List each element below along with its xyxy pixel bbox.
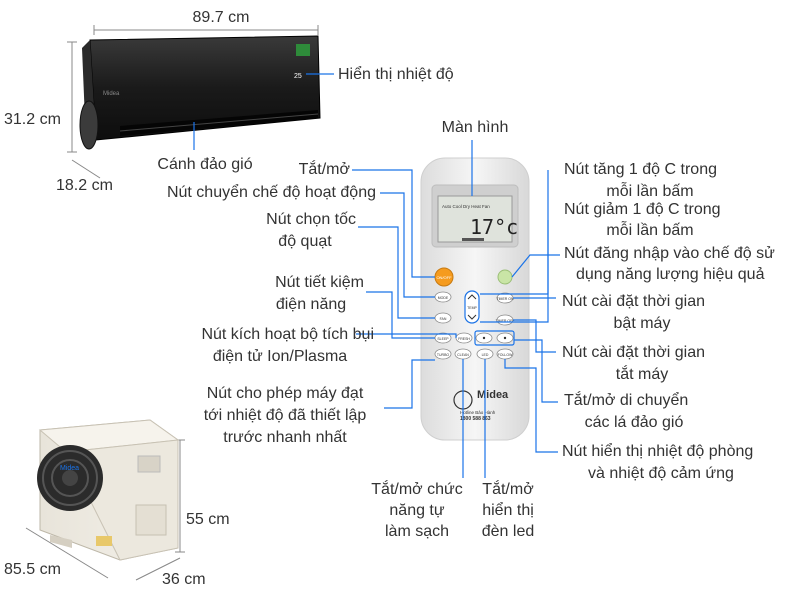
timer-off-callout-line1: Nút cài đặt thời gian: [562, 344, 706, 361]
turbo-callout-line2: tới nhiệt độ đã thiết lập: [203, 407, 367, 424]
mode-button-label: MODE: [438, 296, 449, 300]
onoff-callout: Tắt/mở: [298, 161, 350, 178]
follow-callout-line2: và nhiệt độ cảm ứng: [588, 465, 734, 482]
sleep-button-label: SLEEP: [437, 337, 449, 341]
clean-button-label: CLEAN: [457, 353, 469, 357]
fan-button-label: FAN: [440, 317, 447, 321]
sleep-callout-line1: Nút tiết kiệm: [275, 274, 364, 291]
indoor-depth-label: 18.2 cm: [56, 177, 113, 194]
timer-on-callout-line2: bật máy: [613, 315, 671, 332]
turbo-button-label: TURBO: [437, 353, 450, 357]
remote-brand: Midea: [477, 389, 509, 401]
remote-leaders: [352, 140, 560, 478]
eco-callout-line1: Nút đăng nhập vào chế độ sử: [564, 245, 775, 262]
fresh-callout-line1: Nút kích hoạt bộ tích bụi: [201, 326, 374, 343]
clean-callout-line3: làm sạch: [384, 523, 450, 540]
louver-callout: Cánh đảo gió: [157, 156, 253, 173]
led-button-label: LED: [482, 353, 489, 357]
eco-callout-line2: dụng năng lượng hiệu quả: [576, 266, 765, 283]
led-callout-line1: Tắt/mở: [482, 481, 534, 498]
temp-down-callout-line1: Nút giảm 1 độ C trong: [564, 201, 721, 218]
follow-button-label: FOLLOW: [498, 353, 513, 357]
mode-callout: Nút chuyển chế độ hoạt động: [166, 184, 376, 201]
temp-down-callout-line2: mỗi lần bấm: [606, 222, 694, 239]
indoor-display-callout: Hiển thị nhiệt độ: [338, 66, 454, 83]
timer-on-button-label: TIMER ON: [496, 297, 514, 301]
fan-callout-line1: Nút chọn tốc: [266, 211, 356, 228]
follow-callout-line1: Nút hiển thị nhiệt độ phòng: [562, 443, 754, 460]
clean-callout-line1: Tắt/mở chức: [371, 481, 463, 498]
remote-hotline-number: 1800 588 863: [460, 416, 491, 422]
indoor-unit: Midea 25: [79, 35, 321, 150]
svg-text:Midea: Midea: [103, 91, 120, 97]
turbo-callout-line1: Nút cho phép máy đạt: [206, 385, 364, 402]
led-callout-line3: đèn led: [481, 523, 535, 540]
fresh-button-label: FRESH: [458, 337, 470, 341]
swing-callout-line2: các lá đảo gió: [584, 414, 684, 431]
outdoor-unit: Midea: [37, 419, 180, 561]
indoor-display-temp: 25: [294, 73, 302, 80]
temp-up-callout-line1: Nút tăng 1 độ C trong: [564, 161, 717, 178]
turbo-callout-line3: trước nhanh nhất: [223, 429, 347, 446]
sleep-callout-line2: điện năng: [275, 296, 347, 313]
indoor-leaders: [193, 73, 334, 150]
outdoor-depth-label: 36 cm: [162, 571, 206, 588]
led-callout-line2: hiển thị: [482, 502, 534, 519]
fresh-callout-line2: điện tử Ion/Plasma: [212, 348, 348, 365]
fan-callout-line2: độ quạt: [278, 233, 332, 250]
timer-off-button-label: TIMER OFF: [496, 319, 515, 323]
remote-screen-temp: 17°c: [470, 215, 518, 239]
screen-callout: Màn hình: [441, 119, 509, 136]
outdoor-dimension-lines: [25, 439, 185, 581]
temp-button-label: TEMP: [467, 306, 477, 310]
swing-callout-line1: Tắt/mở di chuyển: [564, 392, 689, 409]
energy-label-sticker: [296, 44, 310, 56]
timer-off-callout-line2: tắt máy: [615, 366, 669, 383]
temp-up-callout-line2: mỗi lần bấm: [606, 183, 694, 200]
onoff-button-label: ON/OFF: [436, 275, 452, 280]
remote-control: Auto Cool Dry Heat Fan 17°c ON/OFF MODE …: [420, 157, 530, 441]
outdoor-height-label: 55 cm: [186, 511, 230, 528]
indoor-dimension-lines: [67, 25, 319, 179]
indoor-height-label: 31.2 cm: [4, 111, 61, 128]
remote-hotline-label: Hotline Bảo Hành: [460, 410, 496, 415]
remote-screen-modes: Auto Cool Dry Heat Fan: [442, 204, 490, 209]
svg-text:Midea: Midea: [60, 465, 79, 472]
outdoor-width-label: 85.5 cm: [4, 561, 61, 578]
clean-callout-line2: năng tự: [389, 502, 445, 519]
timer-on-callout-line1: Nút cài đặt thời gian: [562, 293, 706, 310]
indoor-width-label: 89.7 cm: [192, 9, 250, 26]
